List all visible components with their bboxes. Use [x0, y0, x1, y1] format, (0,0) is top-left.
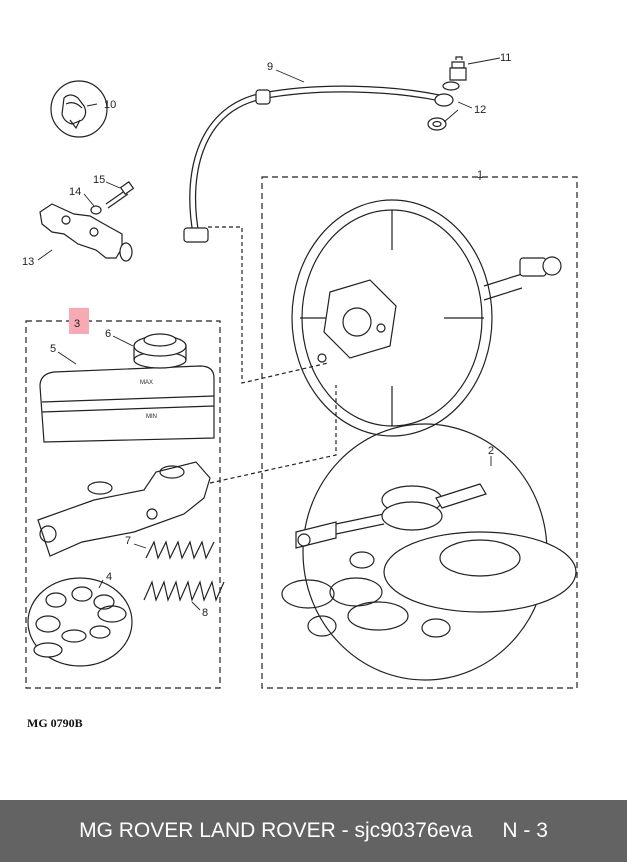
- part-13-pressure-valve: [39, 203, 133, 262]
- callout-1: 1: [477, 169, 483, 181]
- part-2-booster-seal-kit: [281, 423, 577, 681]
- part-9-hose: [183, 85, 454, 243]
- part-4-seal-kit: [27, 577, 133, 667]
- callout-9: 9: [267, 61, 273, 73]
- callout-4: 4: [106, 571, 112, 583]
- part-1-servo-booster: [291, 199, 562, 437]
- callout-14: 14: [69, 186, 81, 198]
- reservoir-max-label: MAX: [140, 380, 153, 386]
- part-6-reservoir-cap: [133, 333, 187, 369]
- callout-5: 5: [50, 343, 56, 355]
- callout-6: 6: [105, 328, 111, 340]
- callout-2: 2: [488, 445, 494, 457]
- part-15-bolt: [105, 181, 135, 209]
- part-12-washers: [427, 81, 460, 131]
- callout-3: 3: [74, 318, 80, 330]
- parts-diagram: 1 2 3 4 5 6 7 8 9 10 11 12 13 14 15 MAX …: [22, 52, 578, 730]
- booster-assembly-box: [261, 176, 578, 689]
- part-7-spring: [145, 540, 215, 560]
- callout-12: 12: [474, 104, 486, 116]
- part-8-spring: [143, 580, 225, 602]
- callout-11: 11: [500, 52, 511, 64]
- footer-page: N - 3: [502, 819, 548, 842]
- reservoir-min-label: MIN: [146, 414, 157, 420]
- callout-13: 13: [22, 256, 34, 268]
- callout-15: 15: [93, 174, 105, 186]
- callout-10: 10: [104, 99, 116, 111]
- footer-brand: MG ROVER LAND ROVER - sjc90376eva: [79, 819, 473, 842]
- part-14-washer: [90, 205, 102, 215]
- drawing-reference: MG 0790B: [27, 716, 83, 730]
- footer-bar: MG ROVER LAND ROVER - sjc90376eva N - 3: [0, 800, 627, 862]
- master-cylinder-body: [37, 461, 211, 557]
- callout-leaders: [37, 57, 501, 611]
- part-11-union: [449, 56, 467, 81]
- callout-7: 7: [125, 535, 131, 547]
- callout-8: 8: [202, 607, 208, 619]
- part-10-clip: [50, 80, 108, 138]
- callout-3-highlight: [69, 308, 89, 334]
- part-5-reservoir: [39, 365, 215, 443]
